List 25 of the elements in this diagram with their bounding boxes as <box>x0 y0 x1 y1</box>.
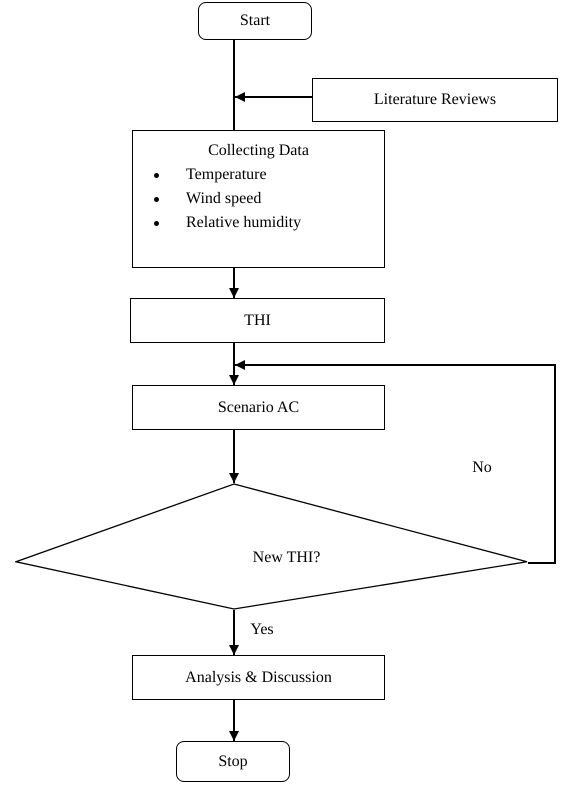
process-box <box>132 130 385 268</box>
terminal-box <box>176 741 290 782</box>
process-box <box>312 78 558 122</box>
arrow <box>235 92 312 102</box>
arrow <box>229 268 239 298</box>
arrow <box>229 610 239 655</box>
list-item: Wind speed <box>186 189 262 209</box>
box-label: Scenario AC <box>218 398 300 418</box>
arrow <box>229 343 239 385</box>
box-heading: Collecting Data <box>208 141 309 161</box>
arrow <box>229 430 239 483</box>
decision-text: New THI? <box>252 548 320 568</box>
arrow <box>229 700 239 741</box>
process-box <box>132 655 385 700</box>
box-label: Literature Reviews <box>374 90 496 110</box>
terminal-box <box>198 2 312 40</box>
list-item: Temperature <box>186 165 267 185</box>
box-label: Stop <box>218 752 248 772</box>
process-box <box>132 385 385 430</box>
box-label: Start <box>240 11 270 31</box>
box-label: THI <box>244 310 271 330</box>
box-label: Analysis & Discussion <box>185 668 332 688</box>
process-box <box>130 298 385 343</box>
list-item: Relative humidity <box>186 213 302 233</box>
arrow <box>235 360 556 564</box>
